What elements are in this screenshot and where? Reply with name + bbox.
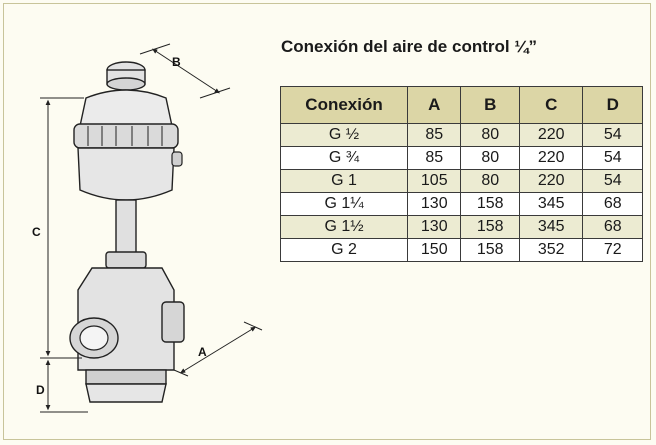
cell-b: 80 — [460, 146, 520, 170]
cell-conexion: G ¾ — [279, 146, 409, 170]
header-conexion: Conexión — [279, 86, 409, 124]
header-a: A — [407, 86, 462, 124]
cell-a: 130 — [407, 215, 462, 239]
cell-a: 130 — [407, 192, 462, 216]
cell-a: 105 — [407, 169, 462, 193]
cell-b: 158 — [460, 215, 520, 239]
dimension-label-d: D — [36, 383, 45, 397]
cell-a: 85 — [407, 123, 462, 147]
table-row: G 1½ 130 158 345 68 — [279, 215, 643, 239]
dimension-lines — [40, 43, 263, 413]
cell-a: 150 — [407, 238, 462, 262]
table-row: G 1 105 80 220 54 — [279, 169, 643, 193]
cell-b: 80 — [460, 123, 520, 147]
cell-c: 345 — [518, 215, 584, 239]
cell-c: 345 — [518, 192, 584, 216]
actuator-cap — [106, 61, 146, 91]
cell-c: 220 — [518, 123, 584, 147]
cell-d: 54 — [582, 169, 643, 193]
valve-dimension-drawing: B C D A — [32, 43, 263, 413]
cell-b: 158 — [460, 238, 520, 262]
header-c: C — [518, 86, 584, 124]
cell-conexion: G 1¼ — [279, 192, 409, 216]
cell-conexion: G 1 — [279, 169, 409, 193]
dimension-label-b: B — [172, 55, 181, 69]
cell-d: 68 — [582, 192, 643, 216]
cell-a: 85 — [407, 146, 462, 170]
valve-body — [69, 267, 185, 403]
cell-d: 54 — [582, 123, 643, 147]
dimensions-table: Conexión A B C D G ½ 85 80 220 54 G ¾ 85… — [279, 86, 643, 262]
page-frame — [3, 3, 651, 440]
cell-d: 68 — [582, 215, 643, 239]
cell-d: 72 — [582, 238, 643, 262]
table-row: G ¾ 85 80 220 54 — [279, 146, 643, 170]
actuator-body — [73, 89, 183, 201]
cell-conexion: G 2 — [279, 238, 409, 262]
cell-c: 220 — [518, 146, 584, 170]
table-header-row: Conexión A B C D — [279, 86, 643, 124]
cell-b: 158 — [460, 192, 520, 216]
cell-d: 54 — [582, 146, 643, 170]
dimension-label-c: C — [32, 225, 41, 239]
cell-c: 220 — [518, 169, 584, 193]
table-row: G 1¼ 130 158 345 68 — [279, 192, 643, 216]
cell-b: 80 — [460, 169, 520, 193]
header-b: B — [460, 86, 520, 124]
valve-stem — [105, 199, 147, 269]
cell-c: 352 — [518, 238, 584, 262]
header-d: D — [582, 86, 643, 124]
dimension-label-a: A — [198, 345, 207, 359]
table-row: G 2 150 158 352 72 — [279, 238, 643, 262]
cell-conexion: G 1½ — [279, 215, 409, 239]
table-row: G ½ 85 80 220 54 — [279, 123, 643, 147]
cell-conexion: G ½ — [279, 123, 409, 147]
page-title: Conexión del aire de control ¼” — [281, 37, 537, 56]
